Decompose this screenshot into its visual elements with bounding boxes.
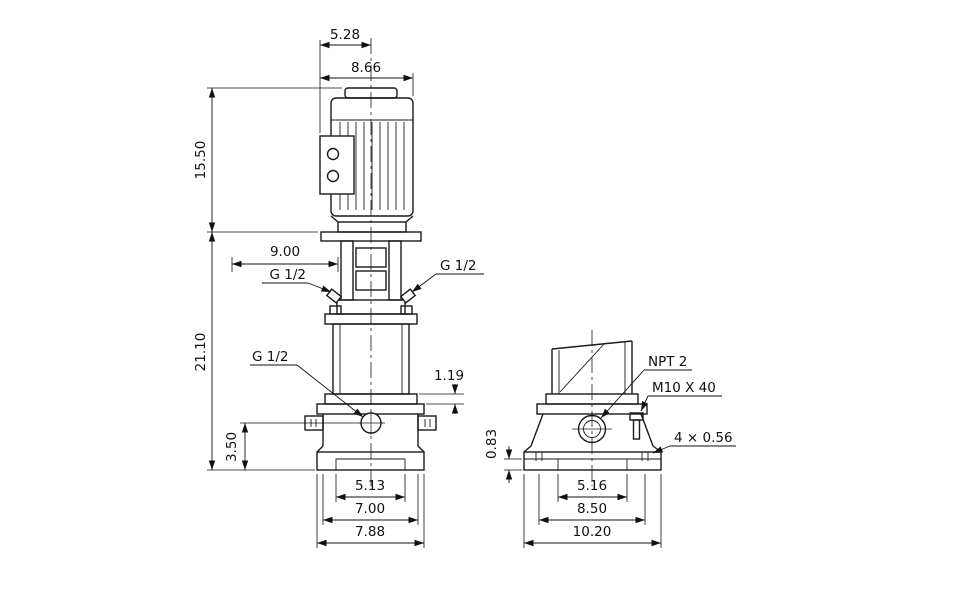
- pump-base-front: [240, 403, 437, 471]
- dim-label-21-10: 21.10: [193, 333, 209, 372]
- pump-base-side: [523, 403, 662, 471]
- label-bolt: M10 X 40: [640, 380, 722, 412]
- side-view: NPT 2 M10 X 40 4 × 0.56 0.83 5.16: [484, 330, 736, 548]
- drain-label: G 1/2: [252, 349, 288, 365]
- dim-motor-top-width: 5.28: [319, 27, 371, 133]
- holes-label: 4 × 0.56: [674, 430, 733, 446]
- dim-label-8-66: 8.66: [351, 60, 381, 76]
- stay-bolt-nut-left: [329, 305, 342, 315]
- dim-port-height: 3.50: [224, 423, 249, 470]
- plug-right-label: G 1/2: [440, 258, 476, 274]
- clamp-ear-right: [417, 415, 437, 431]
- front-view: 5.28 8.66 15.50 21.10 9.00 G 1/2: [193, 27, 484, 548]
- label-plug-right: G 1/2: [411, 258, 484, 293]
- plug-left: [325, 288, 343, 304]
- motor: [319, 87, 414, 233]
- coupling-upper: [355, 247, 387, 268]
- dim-label-5-13: 5.13: [355, 478, 385, 494]
- terminal-box-gland-bottom: [326, 169, 340, 183]
- dim-label-8-50: 8.50: [577, 501, 607, 517]
- coupling-lower: [355, 270, 387, 291]
- label-port: NPT 2: [600, 354, 692, 419]
- dim-label-10-20: 10.20: [573, 524, 612, 540]
- plug-left-label: G 1/2: [270, 267, 306, 283]
- dim-base-width-front: 7.88: [316, 474, 425, 548]
- dim-label-3-50: 3.50: [224, 432, 240, 462]
- dim-base-inner-front: 5.13: [335, 474, 406, 502]
- dim-pump-height: 21.10: [193, 232, 315, 471]
- dim-label-7-88: 7.88: [355, 524, 385, 540]
- label-plug-left: G 1/2: [262, 267, 332, 293]
- dim-label-5-28: 5.28: [330, 27, 360, 43]
- port-label: NPT 2: [648, 354, 687, 370]
- dim-motor-height: 15.50: [193, 87, 342, 233]
- dim-flange-thickness: 1.19: [419, 368, 464, 414]
- dim-label-5-16: 5.16: [577, 478, 607, 494]
- dim-motor-full-width: 8.66: [320, 60, 414, 96]
- dim-base-inner-side: 5.16: [557, 474, 628, 502]
- dim-pad-height: 0.83: [484, 429, 522, 483]
- motor-stool-plate: [320, 231, 422, 242]
- foundation-bolt-shank: [632, 419, 641, 440]
- plug-right: [399, 288, 417, 304]
- label-drain: G 1/2: [250, 349, 364, 418]
- dim-label-1-19: 1.19: [434, 368, 464, 384]
- terminal-box: [319, 135, 355, 195]
- dim-label-15-50: 15.50: [193, 141, 209, 180]
- stay-bolt-nut-right: [400, 305, 413, 315]
- terminal-box-gland-top: [326, 147, 340, 161]
- bolt-label: M10 X 40: [652, 380, 716, 396]
- dim-base-holes-side: 8.50: [538, 474, 646, 525]
- dim-label-0-83: 0.83: [484, 429, 500, 459]
- label-holes: 4 × 0.56: [652, 430, 736, 454]
- dim-label-9-00: 9.00: [270, 244, 300, 260]
- dim-label-7-00: 7.00: [355, 501, 385, 517]
- dim-offset: 9.00: [231, 244, 339, 272]
- dim-base-holes-front: 7.00: [322, 474, 419, 525]
- motor-flange: [337, 221, 407, 233]
- dim-base-width-side: 10.20: [523, 474, 662, 548]
